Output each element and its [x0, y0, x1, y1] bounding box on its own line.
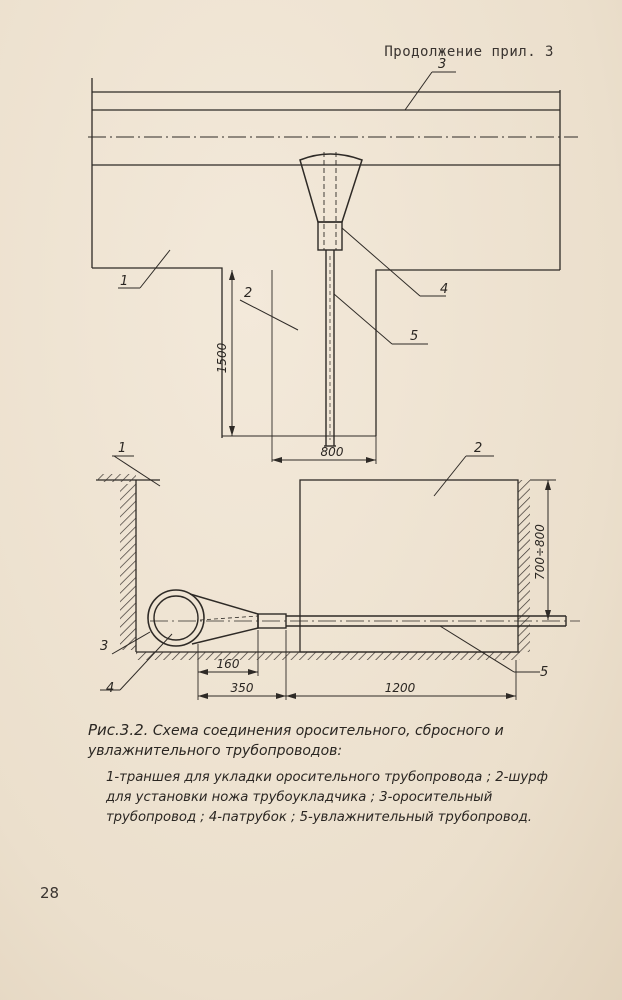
- plan-label-4: 4: [440, 282, 448, 297]
- dim-350-text: 350: [231, 681, 254, 695]
- leader-2: [239, 299, 299, 331]
- soil-hatch-left: [120, 484, 136, 650]
- plan-label-5: 5: [410, 329, 418, 344]
- page-number: 28: [40, 884, 60, 902]
- nipple-cone: [299, 153, 363, 223]
- leader-s1: [113, 455, 161, 487]
- section-label-4: 4: [106, 681, 114, 696]
- section-label-3: 3: [100, 639, 108, 654]
- dim-depth-text: 1500: [215, 342, 229, 373]
- leader-4: [341, 227, 421, 297]
- figure-number: Рис.3.2.: [88, 721, 149, 739]
- soil-hatch-top-left: [98, 474, 136, 482]
- trench-bottom-right: [375, 269, 560, 436]
- nipple-axis: [199, 615, 259, 621]
- figure-title: Схема соединения оросительного, сбросног…: [88, 723, 504, 759]
- leader-s3: [111, 631, 151, 655]
- section-view: [96, 455, 580, 700]
- irrigation-pipe-outer: [147, 589, 205, 647]
- dim-1200-text: 1200: [385, 681, 416, 695]
- leader-s2: [433, 455, 467, 497]
- dim-range-text: 700÷800: [533, 524, 547, 580]
- continuation-header: Продолжение прил. 3: [384, 44, 554, 60]
- leader-s5: [439, 625, 515, 673]
- plan-label-3: 3: [438, 57, 446, 72]
- irrigation-pipe-inner: [153, 595, 199, 641]
- leader-s4: [119, 633, 173, 691]
- plan-label-1: 1: [120, 274, 128, 289]
- dim-160-text: 160: [217, 657, 240, 671]
- trench-bottom-left: [92, 267, 223, 438]
- section-label-1: 1: [118, 441, 126, 456]
- leader-3: [404, 71, 433, 111]
- nipple-taper: [189, 593, 259, 645]
- soil-hatch-right: [518, 480, 530, 652]
- soil-hatch-bottom: [136, 652, 520, 660]
- leader-1: [139, 249, 171, 289]
- dim-width-text: 800: [321, 445, 344, 459]
- dim-350-arrows: [198, 693, 286, 699]
- plan-view: [88, 71, 578, 464]
- nipple-sleeve: [317, 221, 343, 251]
- figure-legend: 1-траншея для укладки оросительного труб…: [106, 770, 548, 825]
- section-label-2: 2: [474, 441, 482, 456]
- figure-caption: Рис.3.2. Схема соединения оросительного,…: [88, 720, 568, 761]
- plan-label-2: 2: [244, 286, 252, 301]
- leader-5: [333, 293, 393, 345]
- section-label-5: 5: [540, 665, 548, 680]
